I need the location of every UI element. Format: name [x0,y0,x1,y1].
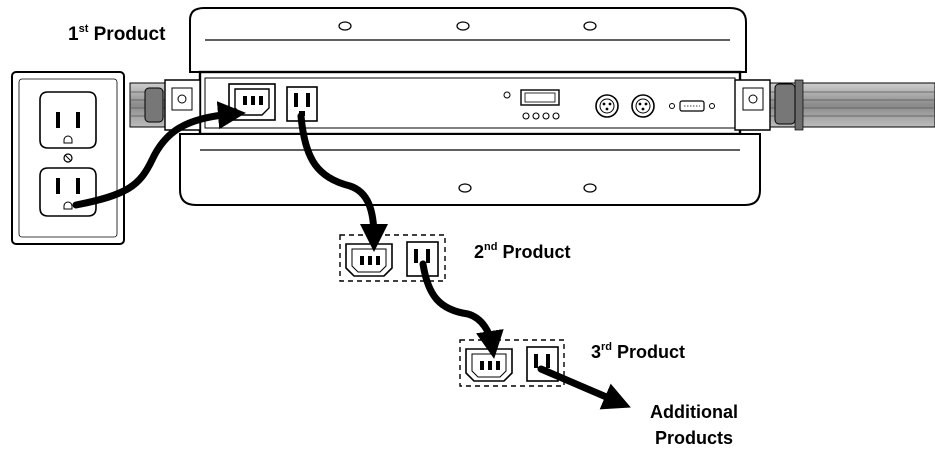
bottom-screw [583,183,597,193]
left-bracket-clamp [144,79,201,131]
label-additional-products-line1: Additional [650,402,738,422]
status-indicator [503,91,511,99]
power-inlet-1 [228,83,276,121]
dmx-in-connector [595,94,619,118]
data-port [669,100,715,112]
wall-outlet [11,71,125,245]
label-third-product: 3rd Product [591,341,685,362]
top-screw [338,21,352,31]
right-rail [739,79,935,131]
arrow-product2-to-product3 [419,260,504,359]
bottom-screw [458,183,472,193]
product-3-connectors [459,339,565,387]
menu-buttons [522,112,560,120]
product-2-connectors [339,234,446,282]
label-second-product: 2nd Product [474,241,570,262]
top-screw [456,21,470,31]
label-additional-products-line2: Products [655,428,733,448]
label-first-product: 1st Product [68,23,166,45]
arrow-product3-to-additional [537,365,631,410]
lcd-display [520,89,560,106]
dmx-out-connector [631,94,655,118]
arrow-wall-to-inlet [72,101,246,209]
arrow-product1-to-product2 [297,112,388,252]
top-screw [583,21,597,31]
right-bracket-clamp [734,79,796,131]
